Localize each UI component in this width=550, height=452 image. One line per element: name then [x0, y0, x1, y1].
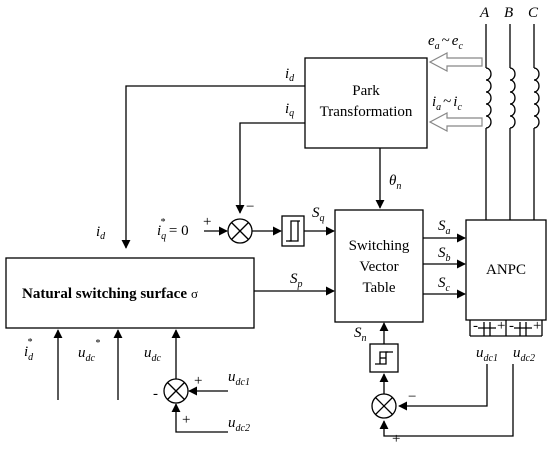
- svt-line3: Table: [362, 280, 395, 296]
- phase-b-label: B: [504, 5, 513, 21]
- sum-junction-n: [371, 393, 397, 419]
- inductor-c: [533, 67, 540, 129]
- sum-junction-q: [227, 218, 253, 244]
- svt-line2: Vector: [359, 259, 398, 275]
- switching-vector-table-block: Switching Vector Table: [334, 209, 424, 323]
- switching-signals: Sa Sb Sc: [423, 218, 466, 299]
- cap-feedback-paths: − +: [379, 364, 514, 447]
- iq-reference: iq* = 0 +: [157, 214, 228, 242]
- cap2-plus: +: [533, 318, 541, 334]
- sum-n-plus: +: [392, 431, 400, 447]
- udc-sum-plus2: +: [182, 412, 190, 428]
- udc2-bottom-label: udc2: [513, 345, 535, 364]
- iq-ref-label: iq* = 0: [157, 217, 189, 242]
- svt-line1: Switching: [349, 238, 410, 254]
- hysteresis-comparator-q: [281, 215, 305, 247]
- udc-label: udc: [144, 345, 162, 364]
- dc-link-capacitors: - + - + udc1 udc2: [469, 318, 543, 364]
- cap1-minus: -: [473, 318, 478, 334]
- id-ref-label: id*: [24, 337, 34, 363]
- iq-minus-sign: −: [246, 199, 254, 215]
- iq-plus-sign: +: [203, 214, 211, 230]
- udc-ref-label: udc*: [78, 338, 100, 364]
- udc2-label: udc2: [228, 415, 250, 434]
- sb-label: Sb: [438, 245, 451, 264]
- id-left-label: id: [96, 224, 106, 242]
- id-feedback-path: id id: [96, 66, 305, 249]
- iq-top-label: iq: [285, 101, 294, 119]
- iq-feedback-path: iq −: [235, 101, 305, 215]
- cap1-plus: +: [497, 318, 505, 334]
- id-top-label: id: [285, 66, 295, 84]
- phase-c-label: C: [528, 5, 539, 21]
- phase-lines: A B C: [479, 5, 540, 220]
- voltage-hollow-arrow: [428, 52, 483, 72]
- park-title-line2: Transformation: [320, 104, 413, 120]
- voltage-range-label: ea~ec: [428, 33, 463, 52]
- sn-label: Sn: [354, 325, 367, 344]
- current-hollow-arrow: [428, 112, 483, 132]
- udc-sum-plus1: +: [194, 373, 202, 389]
- cap2-minus: -: [509, 318, 514, 334]
- udc1-label: udc1: [228, 369, 250, 388]
- anpc-label: ANPC: [486, 262, 526, 278]
- sq-label: Sq: [312, 205, 325, 224]
- theta-path: θn: [375, 148, 401, 209]
- hysteresis-comparator-n: [369, 343, 399, 373]
- sa-label: Sa: [438, 218, 451, 237]
- park-title-line1: Park: [352, 83, 380, 99]
- inductor-b: [509, 67, 516, 129]
- nss-inputs: id* udc* udc: [24, 329, 181, 400]
- anpc-block: ANPC: [465, 219, 547, 321]
- sp-label: Sp: [290, 271, 303, 290]
- measurement-arrows: ea~ec ia~ic: [428, 33, 483, 132]
- sum-junction-udc: - + + udc1 udc2: [153, 369, 250, 434]
- current-range-label: ia~ic: [432, 94, 462, 113]
- sum-n-minus: −: [408, 389, 416, 405]
- theta-label: θn: [389, 173, 401, 192]
- sc-label: Sc: [438, 275, 451, 294]
- park-transformation-block: Park Transformation: [304, 57, 428, 149]
- udc1-bottom-label: udc1: [476, 345, 498, 364]
- phase-a-label: A: [479, 5, 490, 21]
- udc-sum-minus: -: [153, 386, 158, 402]
- inductor-a: [485, 67, 492, 129]
